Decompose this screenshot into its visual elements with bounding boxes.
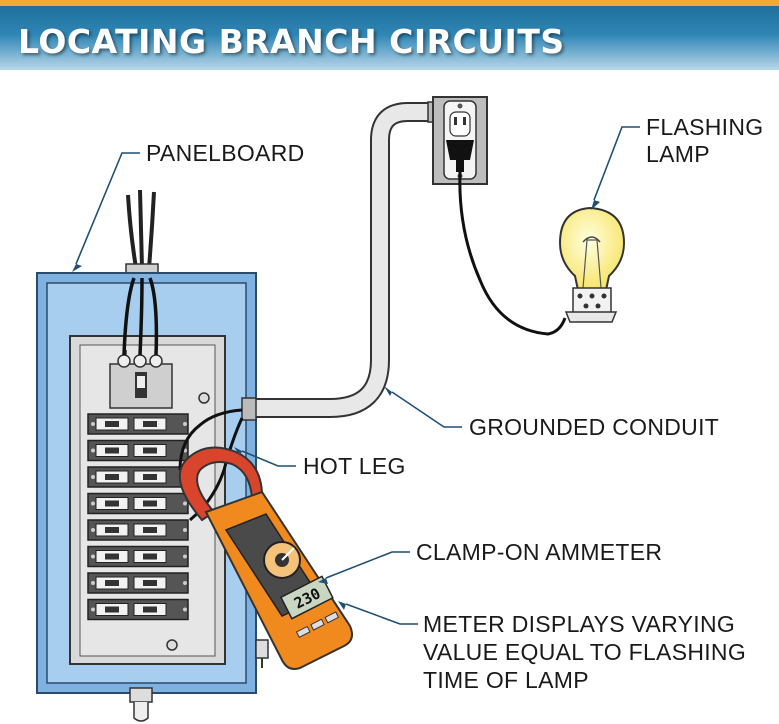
label-hot-leg: HOT LEG: [303, 453, 406, 479]
receptacle-outlet: [432, 96, 488, 185]
label-clamp-on-ammeter: CLAMP-ON AMMETER: [416, 539, 662, 565]
top-accent-bar: [0, 0, 779, 6]
side-fitting: [255, 639, 269, 668]
clamp-on-ammeter: 230: [178, 446, 353, 670]
breaker-row: [87, 413, 189, 435]
title-banner: LOCATING BRANCH CIRCUITS: [0, 6, 779, 70]
lamp-cord: [458, 171, 567, 336]
breaker-row: [87, 572, 189, 594]
label-meter-displays-line-2: VALUE EQUAL TO FLASHING: [423, 639, 746, 665]
label-grounded-conduit: GROUNDED CONDUIT: [469, 414, 719, 440]
label-meter-displays-line-1: METER DISPLAYS VARYING: [423, 611, 735, 637]
label-meter-displays-line-3: TIME OF LAMP: [423, 667, 589, 693]
label-flashing-lamp-line-1: FLASHING: [646, 114, 763, 140]
service-wires: [125, 189, 159, 279]
callout-labels: PANELBOARD FLASHING LAMP GROUNDED CONDUI…: [146, 114, 763, 693]
breaker-rows: [87, 413, 189, 621]
breaker-row: [87, 598, 189, 621]
breaker-row: [87, 466, 189, 488]
breaker-row: [87, 492, 189, 515]
page-title: LOCATING BRANCH CIRCUITS: [18, 22, 565, 61]
label-panelboard: PANELBOARD: [146, 140, 305, 166]
flashing-lamp: [558, 206, 626, 323]
breaker-row: [87, 519, 189, 541]
bottom-fitting: [129, 687, 153, 722]
label-flashing-lamp-line-2: LAMP: [646, 141, 710, 167]
leader-lines: [72, 126, 640, 625]
breaker-row: [87, 439, 189, 462]
breaker-row: [87, 545, 189, 568]
